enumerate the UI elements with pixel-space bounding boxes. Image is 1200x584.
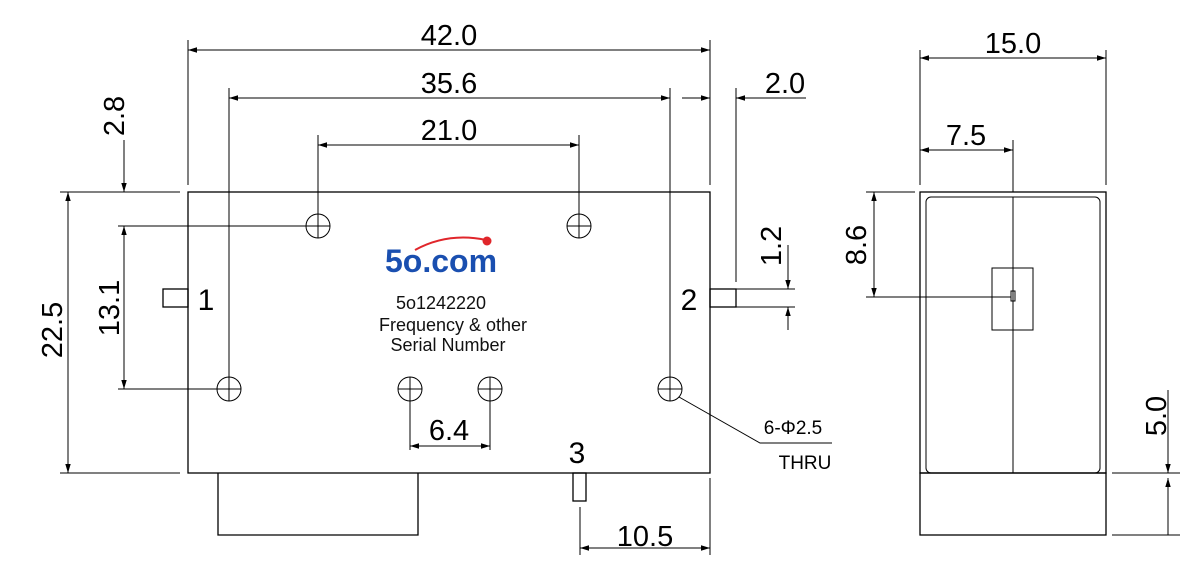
dim-width-total: 42.0 xyxy=(421,20,477,52)
dim-port-offset: 2.0 xyxy=(765,68,805,100)
front-view: 42.0 35.6 21.0 2.0 6.4 10.5 2.8 22.5 13.… xyxy=(37,20,832,555)
frequency-text: Frequency & other xyxy=(379,315,527,335)
port-3-label: 3 xyxy=(569,437,586,470)
logo-text: 5o.com xyxy=(385,243,497,279)
dim-port-width: 1.2 xyxy=(756,226,788,266)
port3-tab xyxy=(572,472,587,502)
dim-side-port-height: 8.6 xyxy=(841,225,873,265)
dim-hole-span-bottom: 6.4 xyxy=(429,415,469,447)
brand-logo: 5o.com xyxy=(385,236,497,279)
body-outline xyxy=(187,191,711,474)
side-port xyxy=(991,267,1034,331)
mounting-hole xyxy=(657,376,683,402)
dim-depth-half: 7.5 xyxy=(946,120,986,152)
mounting-hole xyxy=(397,376,423,402)
dim-hole-span-top: 21.0 xyxy=(421,115,477,147)
dim-edge-to-hole-top: 2.8 xyxy=(99,96,131,136)
port-1-label: 1 xyxy=(198,284,215,317)
dim-hole-span-outer: 35.6 xyxy=(421,68,477,100)
port-2-label: 2 xyxy=(681,284,698,317)
mounting-hole xyxy=(216,376,242,402)
mounting-hole xyxy=(305,213,331,239)
side-view: 15.0 7.5 8.6 5.0 xyxy=(841,28,1180,536)
mounting-hole xyxy=(477,376,503,402)
dim-hole-vertical: 13.1 xyxy=(94,280,126,336)
mounting-hole xyxy=(566,213,592,239)
thru-note: THRU xyxy=(779,453,832,474)
port1-tab xyxy=(162,288,189,308)
dim-depth-total: 15.0 xyxy=(985,28,1041,60)
serial-number-text: Serial Number xyxy=(390,335,505,355)
dim-base-height: 5.0 xyxy=(1141,396,1173,436)
connector-block xyxy=(217,473,419,536)
port2-tab xyxy=(709,288,737,308)
side-base xyxy=(919,472,1107,536)
hole-note: 6-Φ2.5 xyxy=(764,418,822,439)
serial-text: 5o1242220 xyxy=(396,293,486,313)
dim-port3-offset: 10.5 xyxy=(617,521,673,553)
dim-height-total: 22.5 xyxy=(37,302,69,358)
